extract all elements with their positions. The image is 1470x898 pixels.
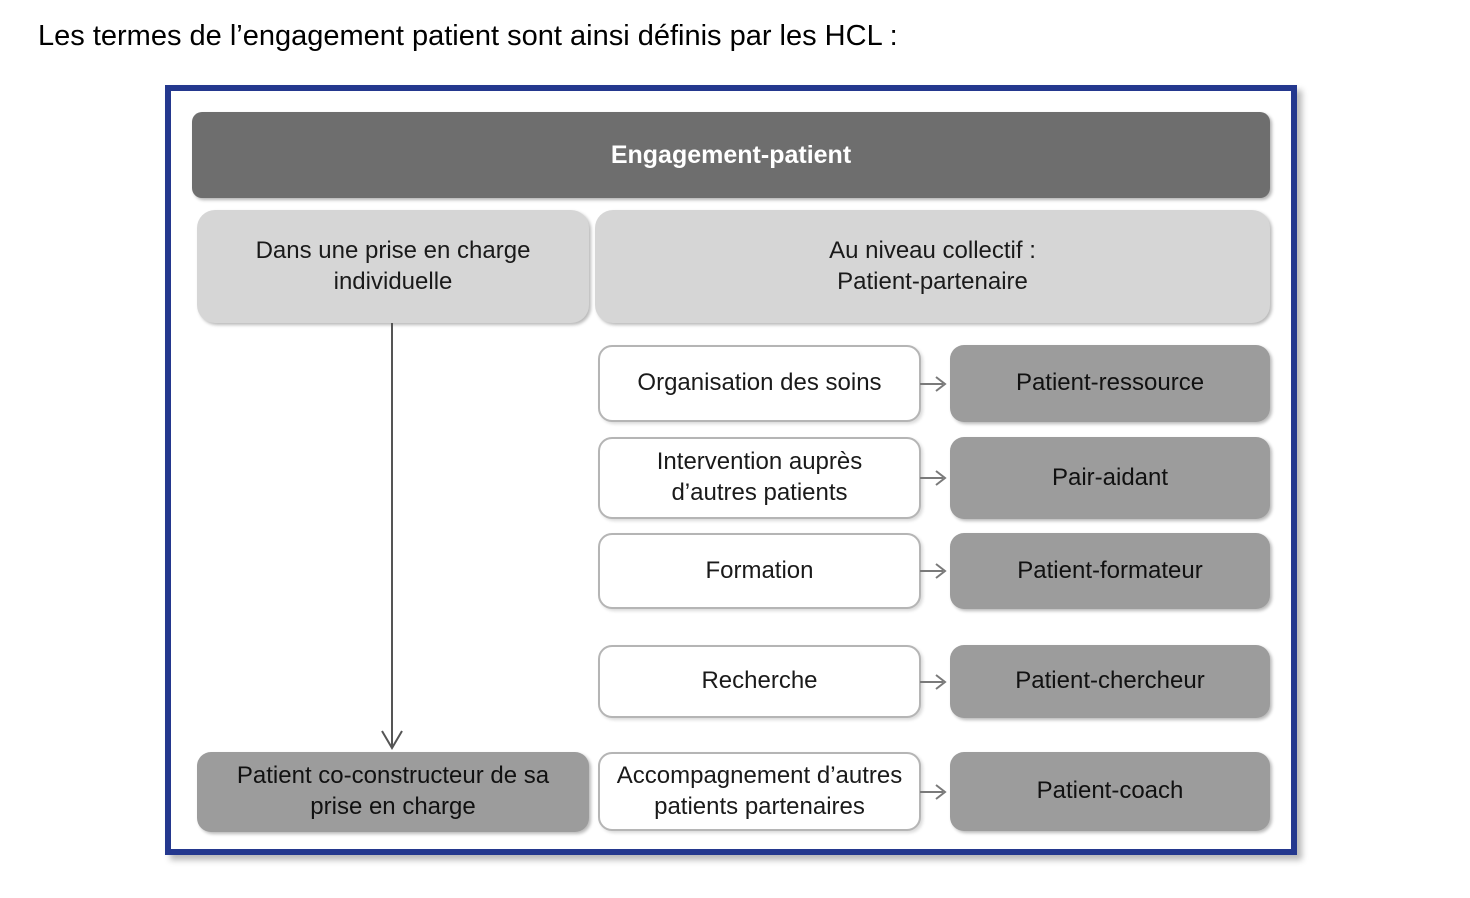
activity-box: Recherche: [598, 645, 921, 718]
right-arrow-icon: [917, 533, 951, 609]
role-box: Patient-coach: [950, 752, 1270, 831]
down-arrow-icon: [381, 323, 403, 750]
role-box: Patient-ressource: [950, 345, 1270, 422]
activity-box: Organisation des soins: [598, 345, 921, 422]
intro-text: Les termes de l’engagement patient sont …: [38, 20, 898, 52]
right-arrow-icon: [917, 437, 951, 519]
activity-box: Accompagnement d’autres patients partena…: [598, 752, 921, 831]
diagram-title: Engagement-patient: [192, 112, 1270, 198]
role-box: Pair-aidant: [950, 437, 1270, 519]
diagram-frame: Engagement-patient Dans une prise en cha…: [165, 85, 1297, 855]
right-arrow-icon: [917, 345, 951, 422]
right-arrow-icon: [917, 752, 951, 831]
right-arrow-icon: [917, 645, 951, 718]
role-box: Patient-chercheur: [950, 645, 1270, 718]
individual-care-box: Dans une prise en charge individuelle: [197, 210, 589, 323]
role-box: Patient-formateur: [950, 533, 1270, 609]
co-constructor-box: Patient co-constructeur de sa prise en c…: [197, 752, 589, 832]
activity-box: Intervention auprès d’autres patients: [598, 437, 921, 519]
activity-box: Formation: [598, 533, 921, 609]
collective-level-box: Au niveau collectif : Patient-partenaire: [595, 210, 1270, 323]
